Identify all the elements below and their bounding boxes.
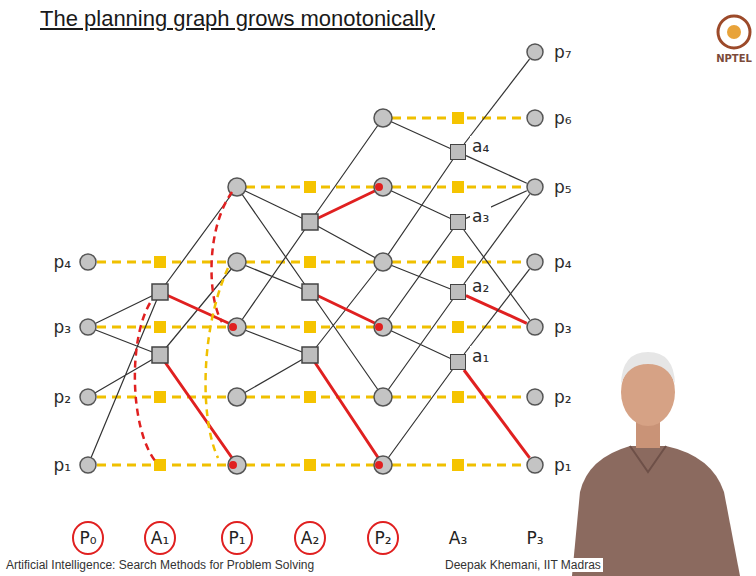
proposition-circle [79,253,97,271]
action-label: a₄ [470,136,491,156]
circle-outline [80,457,96,473]
circle-outline [527,389,543,405]
proposition-node: p₇ [526,43,544,61]
proposition-label: p₃ [51,317,73,337]
proposition-node: p₃ [526,318,544,336]
proposition-node: p₅ [526,178,544,196]
action-label: a₁ [470,346,491,366]
proposition-label: p₂ [51,387,73,407]
proposition-node: p₃ [79,318,97,336]
logo-text: NPTEL [716,53,752,64]
graph-edge [464,194,530,284]
mutex-annotation-yellow [206,268,228,458]
graph-edge [464,59,529,144]
presenter-body [572,446,740,576]
proposition-circle [79,388,97,406]
plan-links [160,187,383,465]
nptel-emblem-core [727,25,741,39]
proposition-circle [79,456,97,474]
mutex-annotation-red [135,192,232,462]
graph-edge [464,370,530,458]
action-label: a₃ [470,206,491,226]
level-label: P₂ [374,528,391,548]
proposition-label: p₇ [552,42,574,62]
circle-outline [80,389,96,405]
noop-dashed-lines [97,118,526,465]
proposition-circle [526,178,544,196]
graph-edge [464,230,530,320]
proposition-circle [526,388,544,406]
proposition-circle [526,109,544,127]
action-squares [152,214,318,363]
level-label: A₃ [449,528,467,548]
footer-text: Deepak Khemani, IIT Madras [443,558,603,572]
graph-edge [466,156,527,184]
circle-outline [80,319,96,335]
action-node: a₄ [450,144,466,160]
circle-outline [527,319,543,335]
presenter-collar [630,446,666,472]
graph-edge [464,269,529,354]
proposition-circle [526,253,544,271]
proposition-label: p₅ [552,177,574,197]
proposition-circles [228,109,392,474]
proposition-circle [526,43,544,61]
proposition-label: p₁ [51,455,73,475]
proposition-label: p₄ [51,252,73,272]
level-circles [73,522,398,554]
proposition-circle [526,456,544,474]
proposition-label: p₄ [552,252,574,272]
presenter-hair [621,352,675,384]
plan-dots [229,183,383,469]
circle-outline [527,179,543,195]
slide-title: The planning graph grows monotonically [40,6,435,32]
proposition-node: p₆ [526,109,544,127]
action-label: a₂ [470,276,491,296]
circle-outline [527,457,543,473]
proposition-node: p₂ [79,388,97,406]
level-label: P₁ [228,528,245,548]
action-node: a₃ [450,214,466,230]
level-label: A₂ [301,528,319,548]
proposition-node: p₂ [526,388,544,406]
action-node: a₁ [450,354,466,370]
level-label: A₁ [151,528,169,548]
circle-outline [80,254,96,270]
footer-text: Artificial Intelligence: Search Methods … [4,558,316,572]
action-links [88,118,458,465]
action-node: a₂ [450,284,466,300]
proposition-node: p₁ [79,456,97,474]
level-label: P₃ [526,528,543,548]
proposition-circle [526,318,544,336]
proposition-label: p₁ [552,455,574,475]
proposition-label: p₃ [552,317,574,337]
level-label: P₀ [79,528,96,548]
proposition-node: p₄ [526,253,544,271]
graph-edge [466,296,527,324]
proposition-label: p₆ [552,108,574,128]
proposition-label: p₂ [552,387,574,407]
circle-outline [527,110,543,126]
circle-outline [527,254,543,270]
nptel-emblem-ring [718,16,750,48]
circle-outline [527,44,543,60]
proposition-node: p₄ [79,253,97,271]
proposition-circle [79,318,97,336]
proposition-node: p₁ [526,456,544,474]
